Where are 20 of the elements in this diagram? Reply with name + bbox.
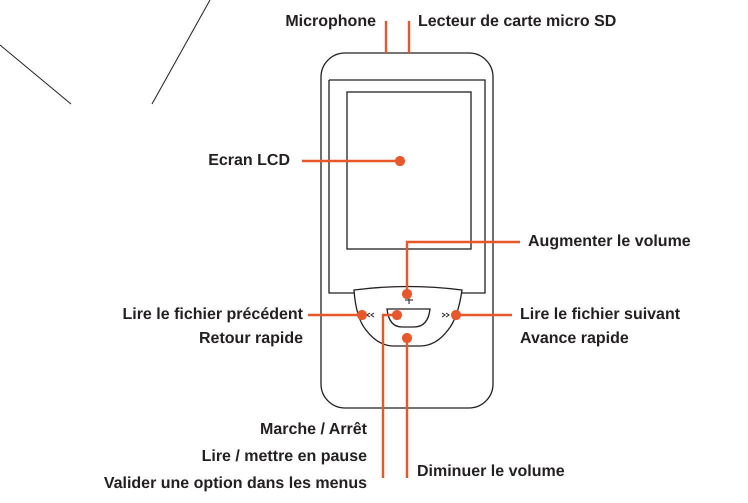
leader-line <box>302 156 406 166</box>
callout-label: Lire / mettre en pause <box>200 447 367 467</box>
callout-label: Avance rapide <box>520 329 630 349</box>
leader-line <box>402 332 412 478</box>
callout-label: Lire le fichier suivant <box>520 305 680 325</box>
callout-label: Augmenter le volume <box>528 232 691 252</box>
callout-label: Microphone <box>285 12 376 32</box>
leader-line <box>402 240 520 300</box>
callout-label: Marche / Arrêt <box>259 420 367 440</box>
callout-label: Lire le fichier précédent <box>122 305 303 325</box>
leader-line <box>384 21 388 53</box>
callout-label: Retour rapide <box>198 329 303 349</box>
leader-line <box>450 310 512 320</box>
callout-label: Ecran LCD <box>208 151 290 171</box>
callout-label: Valider une option dans les menus <box>104 474 367 494</box>
leader-line <box>408 21 410 53</box>
leader-line <box>382 310 402 478</box>
leader-line <box>308 310 368 320</box>
callout-label: Lecteur de carte micro SD <box>418 12 616 32</box>
callout-label: Diminuer le volume <box>417 462 565 482</box>
